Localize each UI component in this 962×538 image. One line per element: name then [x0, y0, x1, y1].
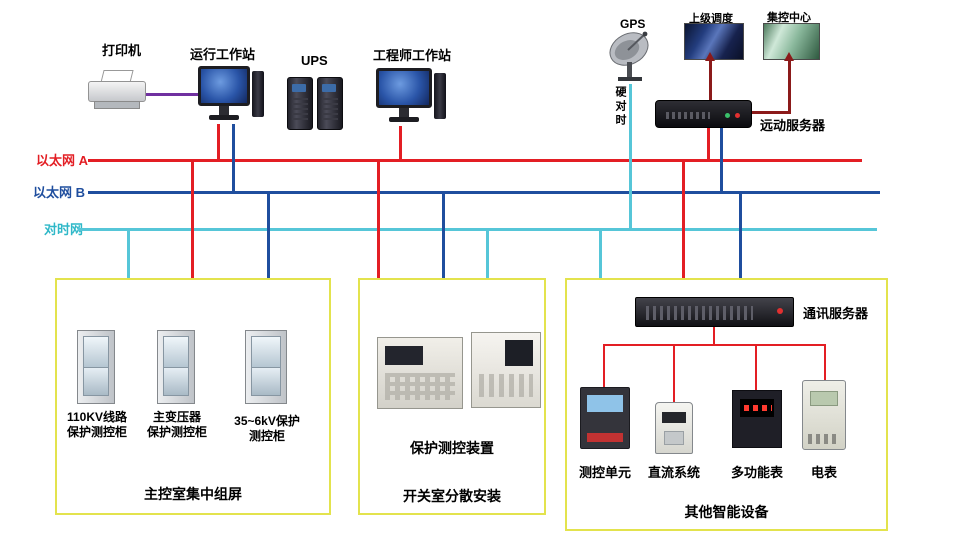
cabinet-label-line1: 主变压器 [152, 410, 201, 424]
printer-label: 打印机 [102, 43, 142, 58]
superior-dispatch-label: 上级调度 [689, 13, 733, 25]
protection-device-1-image [377, 337, 463, 409]
electric-meter-image [802, 380, 846, 450]
ups-image [287, 77, 345, 131]
ethernet-b-bus-line [88, 191, 880, 194]
printer-image [88, 70, 146, 110]
ethernet-a-label: 以太网 A [36, 153, 89, 168]
gps-to-time-sync-line [629, 84, 632, 231]
operator-workstation-label: 运行工作站 [190, 47, 256, 62]
central-control-label: 集控中心 [767, 12, 811, 24]
drop-to-mcu-line [603, 344, 605, 387]
ethernet-b-drop-middle-group [442, 191, 445, 278]
ethernet-a-bus-line [88, 159, 862, 162]
time-sync-drop-middle-group [486, 228, 489, 278]
ethernet-a-drop-right-group [682, 159, 685, 295]
monitor-screen [198, 66, 250, 106]
server-to-central-line-v [788, 60, 791, 114]
printer-tray [94, 101, 140, 109]
ethernet-a-drop-left-group [191, 159, 194, 278]
monitor-screen [376, 68, 432, 108]
operator-workstation-image [198, 66, 264, 128]
time-sync-drop-right-group [599, 228, 602, 278]
time-sync-drop-left-group [127, 228, 130, 278]
drop-to-meter-line [824, 344, 826, 380]
distribution-bus-line [603, 344, 826, 346]
server-to-dispatch-line [709, 60, 712, 100]
server-to-central-line-h [752, 111, 791, 114]
operator-ws-to-ethernet-a-line [217, 124, 220, 161]
measure-control-unit-label: 测控单元 [578, 465, 631, 480]
cabinet-main-transformer-label: 主变压器 保护测控柜 [137, 410, 217, 440]
monitor-stand [219, 106, 229, 115]
cabinet-label-line1: 35~6kV保护 [234, 414, 300, 428]
cabinet-label-line2: 测控柜 [248, 429, 285, 443]
uplink-arrow-central [784, 52, 794, 61]
cabinet-label-line2: 保护测控柜 [146, 425, 207, 439]
monitor-base [389, 117, 419, 122]
ups-tower-1 [287, 77, 313, 130]
ethernet-a-drop-middle-group [377, 159, 380, 278]
computer-tower [434, 73, 446, 119]
comm-server-drop-line [713, 327, 715, 344]
cabinet-label-line1: 110KV线路 [66, 410, 128, 424]
telecontrol-server-image [655, 100, 752, 128]
communication-server-label: 通讯服务器 [803, 306, 869, 321]
hard-time-sync-label: 硬对时 [614, 86, 626, 128]
time-sync-bus-line [78, 228, 877, 231]
dc-system-image [655, 402, 693, 454]
left-group-caption: 主控室集中组屏 [144, 486, 242, 502]
ups-tower-2 [317, 77, 343, 130]
communication-server-image [635, 297, 794, 327]
ups-label: UPS [301, 53, 328, 68]
ethernet-b-label: 以太网 B [33, 185, 86, 200]
cabinet-main-transformer-image [157, 330, 195, 404]
time-sync-net-label: 对时网 [44, 222, 84, 237]
cabinet-label-line2: 保护测控柜 [66, 425, 127, 439]
computer-tower [252, 71, 264, 117]
gps-antenna-image [603, 27, 661, 85]
measure-control-unit-image [580, 387, 630, 449]
middle-group-caption: 开关室分散安装 [403, 488, 501, 504]
gps-label: GPS [620, 17, 646, 31]
cabinet-110kv-image [77, 330, 115, 404]
printer-body [88, 81, 146, 102]
cabinet-35-6kv-image [245, 330, 287, 404]
multifunction-meter-label: 多功能表 [730, 465, 783, 480]
protection-device-2-image [471, 332, 541, 408]
ethernet-b-drop-right-group [739, 191, 742, 295]
engineer-workstation-image [376, 68, 446, 130]
electric-meter-label: 电表 [810, 465, 837, 480]
telecontrol-server-label: 远动服务器 [760, 118, 826, 133]
monitor-stand [399, 108, 409, 117]
uplink-arrow-dispatch [705, 52, 715, 61]
printer-link-line [146, 93, 200, 96]
cabinet-35-6kv-label: 35~6kV保护 测控柜 [221, 414, 313, 444]
dc-system-label: 直流系统 [647, 465, 700, 480]
ethernet-b-drop-left-group [267, 191, 270, 278]
monitor-base [209, 115, 239, 120]
drop-to-mfm-line [755, 344, 757, 390]
left-group-box: 110KV线路 保护测控柜 主变压器 保护测控柜 35~6kV保护 测控柜 主控… [55, 278, 331, 515]
satellite-dish-icon [609, 31, 649, 81]
middle-group-box: 保护测控装置 开关室分散安装 [358, 278, 546, 515]
server-to-ethernet-b-line [720, 128, 723, 193]
engineer-workstation-label: 工程师工作站 [373, 48, 452, 63]
protection-devices-label: 保护测控装置 [410, 440, 494, 456]
engineer-ws-to-ethernet-a-line [399, 126, 402, 161]
operator-ws-to-ethernet-b-line [232, 124, 235, 193]
drop-to-dc-line [673, 344, 675, 402]
right-group-caption: 其他智能设备 [684, 504, 769, 520]
cabinet-110kv-label: 110KV线路 保护测控柜 [57, 410, 137, 440]
multifunction-meter-image [732, 390, 782, 448]
right-group-box: 通讯服务器 测控单元 直流系统 多功能表 电表 其他智能设备 [565, 278, 888, 531]
server-to-ethernet-a-line [707, 128, 710, 161]
